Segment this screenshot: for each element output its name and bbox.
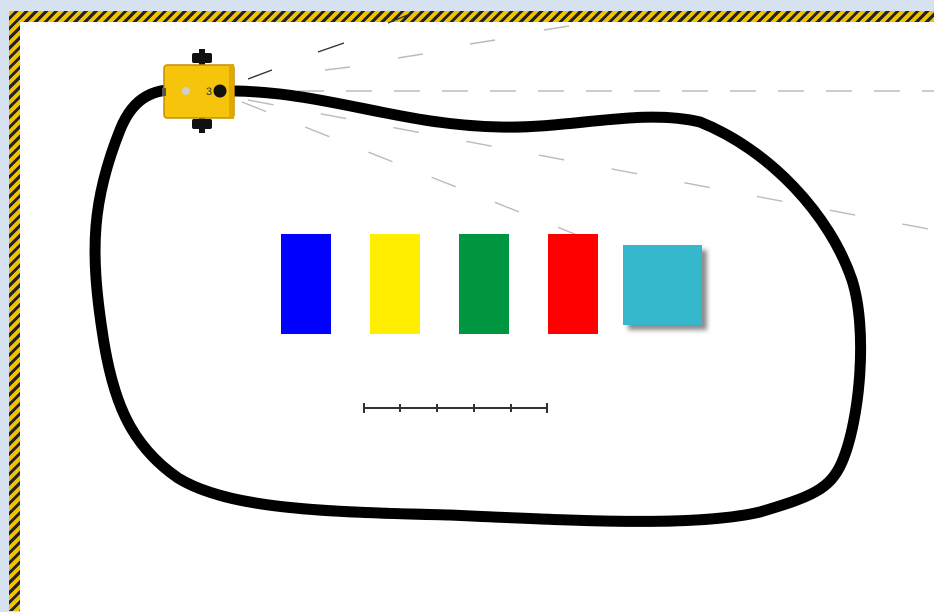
robot-front-bumper (229, 64, 234, 119)
robot-light-sensor-icon (182, 87, 190, 95)
robot-rear-mark (162, 88, 166, 96)
scale-bar (363, 403, 548, 413)
robot-distance-sensor-icon (214, 85, 227, 98)
arena-scene: 3 (0, 0, 934, 589)
green-block (459, 234, 509, 334)
robot-id-label: 3 (206, 86, 212, 98)
robot[interactable]: 3 (162, 49, 234, 133)
cyan-block (623, 245, 702, 325)
robot-axle-bottom (199, 117, 205, 133)
sensor-rays (242, 14, 934, 252)
red-block (548, 234, 598, 334)
robot-axle-top (199, 49, 205, 65)
blue-block (281, 234, 331, 334)
yellow-block (370, 234, 420, 334)
sensor-ray (325, 26, 569, 70)
colored-blocks (281, 234, 702, 334)
robot-simulator-window: 3 (0, 0, 934, 589)
